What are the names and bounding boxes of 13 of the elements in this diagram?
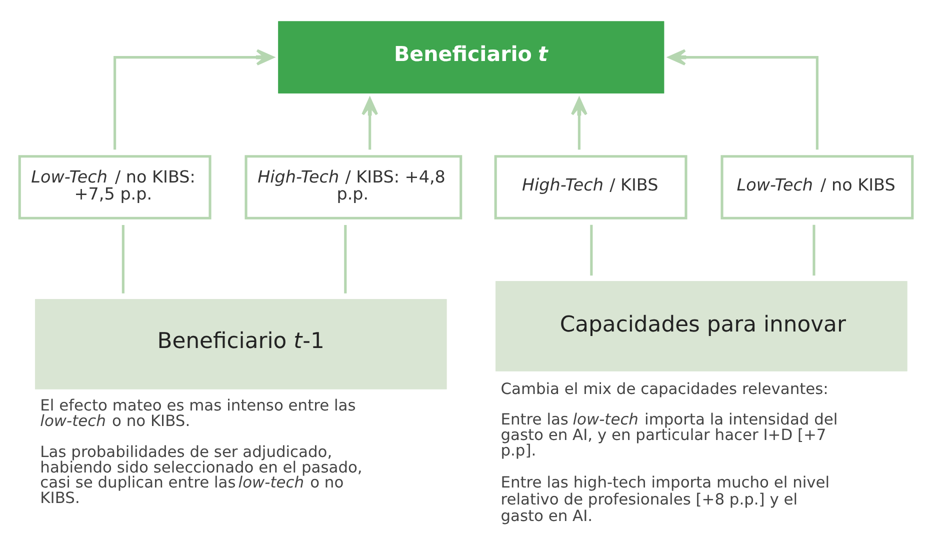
connector bbox=[344, 224, 347, 293]
node-label: Entre las low-tech importa la intensidad del gasto en AI, y en particular hacer I+D [+7 p.p]. bbox=[500, 410, 838, 460]
arrow bbox=[570, 97, 588, 150]
node-label: Cambia el mix de capacidades relevantes: bbox=[500, 379, 828, 398]
node-label: El efecto mateo es mas intenso entre las low-tech o no KIBS. bbox=[40, 396, 356, 430]
arrow bbox=[362, 97, 378, 150]
node-label: Las probabilidades de ser adjudicado, habiendo sido seleccionado en el pasado, casi se duplican entre las low-tech o no KIBS. bbox=[40, 442, 362, 507]
connector bbox=[812, 224, 816, 276]
node-label: Entre las high-tech importa mucho el nivel relativo de profesionales [+8 p.p.] y el gasto en AI. bbox=[500, 473, 830, 525]
connector bbox=[590, 224, 593, 276]
arrow bbox=[114, 48, 274, 150]
arrow bbox=[668, 48, 818, 150]
connector bbox=[122, 224, 124, 293]
